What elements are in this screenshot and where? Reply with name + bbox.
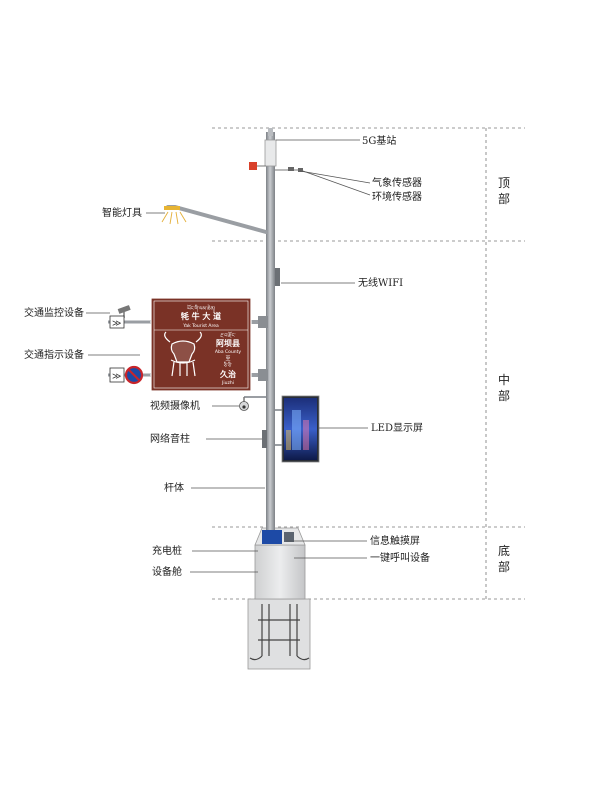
warning-light <box>249 162 257 170</box>
label-traffic-sign: 交通指示设备 <box>24 348 84 361</box>
label-traffic-monitor: 交通监控设备 <box>24 306 84 319</box>
section-bottom-label-2: 部 <box>498 559 510 574</box>
svg-text:≫: ≫ <box>112 319 121 329</box>
svg-text:≫: ≫ <box>112 372 121 382</box>
pole-body <box>266 132 275 530</box>
section-top-label-1: 顶 <box>498 176 510 190</box>
label-camera: 视频摄像机 <box>150 399 200 412</box>
network-speaker <box>262 430 267 448</box>
label-charger: 充电桩 <box>152 544 182 557</box>
touch-screen <box>262 530 282 544</box>
foundation <box>247 598 311 670</box>
section-middle-label-1: 中 <box>498 372 510 387</box>
video-camera <box>239 396 266 411</box>
sign-county-en: Aba County <box>215 349 241 355</box>
led-screen <box>275 395 320 463</box>
label-pole-body: 杆体 <box>164 482 184 494</box>
wifi-device <box>275 268 280 286</box>
sign-tibetan-mid: རྔ་བ་རྫོང་ <box>220 331 235 339</box>
label-env-sensor: 环境传感器 <box>372 190 422 203</box>
equipment-cabinet <box>254 527 306 600</box>
traffic-indicator-signs: ≫ <box>109 365 144 385</box>
label-sos: 一键呼叫设备 <box>370 551 430 564</box>
weather-sensor <box>275 167 303 172</box>
sign-title-en: Yak Tourist Area <box>182 323 219 329</box>
section-divider-lines <box>212 127 525 600</box>
sign-tibetan-top: ཡོང་གི་ལམ་ཆེན། <box>187 304 215 313</box>
label-led-screen: LED显示屏 <box>371 422 423 434</box>
section-middle-label-2: 部 <box>498 388 510 403</box>
smart-lamp <box>161 205 268 234</box>
sign-dest-en: Jiuzhi <box>221 380 234 386</box>
label-speaker: 网络音柱 <box>150 432 190 445</box>
sign-dest-cn: 久治 <box>219 369 236 379</box>
label-smart-lamp: 智能灯具 <box>102 206 142 219</box>
tourist-sign: ཡོང་གི་ལམ་ཆེན། 牦 牛 大 道 Yak Tourist Area … <box>150 297 252 392</box>
label-weather-sensor: 气象传感器 <box>372 176 422 189</box>
sign-separator: 至 <box>225 356 230 362</box>
leader-lines <box>86 139 371 573</box>
label-touch-screen: 信息触摸屏 <box>370 534 420 547</box>
label-wifi: 无线WIFI <box>358 276 403 289</box>
section-top-label-2: 部 <box>498 191 510 206</box>
sign-county-cn: 阿坝县 <box>216 338 240 348</box>
yak-icon <box>164 331 202 377</box>
base-station-antenna <box>264 139 277 167</box>
traffic-monitor-camera: ≫ <box>109 305 131 329</box>
label-base-station: 5G基站 <box>362 134 396 147</box>
sign-title-cn: 牦 牛 大 道 <box>181 311 221 321</box>
sos-button <box>284 532 294 542</box>
label-cabinet: 设备舱 <box>152 565 182 578</box>
section-bottom-label-1: 底 <box>498 543 510 558</box>
sign-tibetan-low: ཅི་ཅི་ <box>224 361 232 369</box>
